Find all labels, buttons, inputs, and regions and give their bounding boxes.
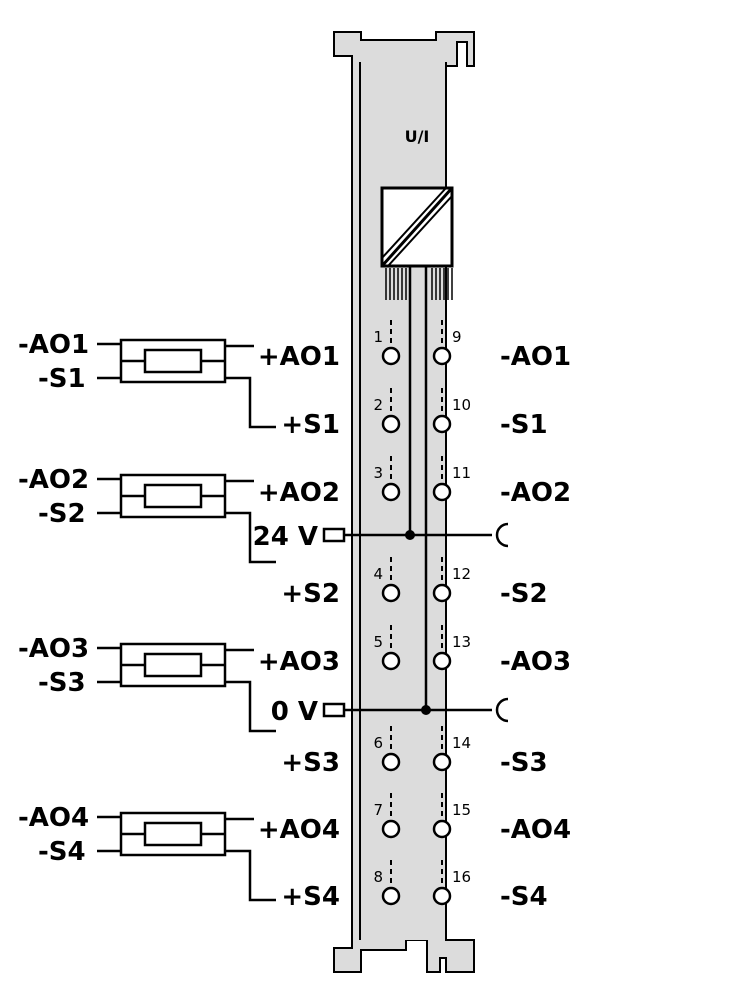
terminal-2: 2 <box>373 388 401 434</box>
right-label: -S2 <box>500 579 548 609</box>
load-ao-label: -AO2 <box>18 465 89 495</box>
load-ao-label: -AO3 <box>18 634 89 664</box>
load-3: -AO3 -S3 <box>18 634 276 733</box>
terminal-number: 15 <box>452 801 471 819</box>
terminal-number: 3 <box>373 464 383 482</box>
terminal-15: 15 <box>432 793 471 839</box>
left-label: +AO1 <box>258 342 340 372</box>
terminal-number: 7 <box>373 801 383 819</box>
terminal-number: 1 <box>373 328 383 346</box>
terminal-number: 16 <box>452 868 471 886</box>
rail-24v: 24 V <box>253 522 509 552</box>
right-label: -AO4 <box>500 815 571 845</box>
terminal-number: 4 <box>373 565 383 583</box>
terminal-13: 13 <box>432 625 471 671</box>
right-label: -S4 <box>500 882 548 912</box>
left-label: +AO3 <box>258 647 340 677</box>
load-2: -AO2 -S2 <box>18 465 276 564</box>
right-label: -AO1 <box>500 342 571 372</box>
terminal-14: 14 <box>432 726 471 772</box>
load-4: -AO4 -S4 <box>18 803 276 902</box>
terminal-12: 12 <box>432 557 471 603</box>
terminal-10: 10 <box>432 388 471 434</box>
terminal-number: 13 <box>452 633 471 651</box>
terminal-3: 3 <box>373 456 401 502</box>
external-loads: -AO1 -S1 -AO2 -S2 -AO3 -S3 -AO4 -S4 <box>18 330 276 902</box>
rail-0v: 0 V <box>271 697 509 727</box>
terminal-16: 16 <box>432 860 471 906</box>
terminal-5: 5 <box>373 625 401 671</box>
terminal-1: 1 <box>373 320 401 366</box>
module-title: U/I <box>405 127 430 146</box>
left-label: +S3 <box>281 748 340 778</box>
terminal-number: 9 <box>452 328 462 346</box>
load-s-label: -S3 <box>38 668 86 698</box>
right-terminal-labels: -AO1 -S1 -AO2 -S2 -AO3 -S3 -AO4 -S4 <box>500 342 571 912</box>
left-label: +S2 <box>281 579 340 609</box>
load-ao-label: -AO1 <box>18 330 89 360</box>
terminal-number: 5 <box>373 633 383 651</box>
converter-pins <box>385 268 453 300</box>
right-label: -AO2 <box>500 478 571 508</box>
load-s-label: -S2 <box>38 499 86 529</box>
load-s-label: -S4 <box>38 837 86 867</box>
terminal-8: 8 <box>373 860 401 906</box>
left-label: +S1 <box>281 410 340 440</box>
terminal-number: 14 <box>452 734 471 752</box>
right-label: -S1 <box>500 410 548 440</box>
terminal-4: 4 <box>373 557 401 603</box>
left-label: +AO4 <box>258 815 340 845</box>
left-terminal-labels: +AO1 +S1 +AO2 +S2 +AO3 +S3 +AO4 +S4 <box>258 342 340 912</box>
load-s-label: -S1 <box>38 364 86 394</box>
terminal-11: 11 <box>432 456 471 502</box>
terminal-number: 2 <box>373 396 383 414</box>
rail-label-0v: 0 V <box>271 697 318 727</box>
terminal-number: 10 <box>452 396 471 414</box>
left-label: +S4 <box>281 882 340 912</box>
terminal-7: 7 <box>373 793 401 839</box>
converter-icon <box>380 186 454 268</box>
terminal-number: 6 <box>373 734 383 752</box>
right-label: -AO3 <box>500 647 571 677</box>
left-label: +AO2 <box>258 478 340 508</box>
load-ao-label: -AO4 <box>18 803 89 833</box>
terminal-number: 8 <box>373 868 383 886</box>
terminal-number: 11 <box>452 464 471 482</box>
right-label: -S3 <box>500 748 548 778</box>
load-1: -AO1 -S1 <box>18 330 276 429</box>
terminal-9: 9 <box>432 320 462 366</box>
terminal-6: 6 <box>373 726 401 772</box>
rail-label-24v: 24 V <box>253 522 318 552</box>
terminal-number: 12 <box>452 565 471 583</box>
